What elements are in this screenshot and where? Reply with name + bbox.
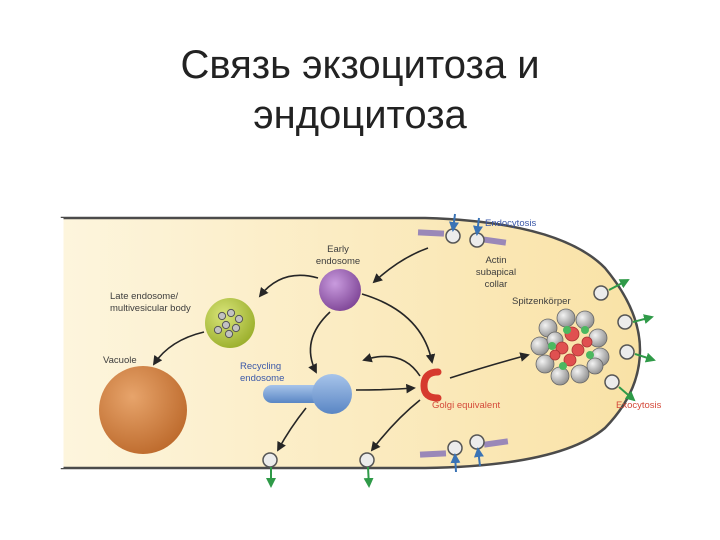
endocytic-pit: [469, 217, 485, 248]
svg-text:Late endosome/: Late endosome/: [110, 291, 178, 302]
svg-text:Early: Early: [327, 244, 349, 255]
svg-text:Recycling: Recycling: [240, 361, 281, 372]
vacuole-label: Vacuole: [103, 355, 137, 366]
slide-title-line-2: эндоцитоза: [253, 93, 467, 137]
spitzenkorper-label: Spitzenkörper: [512, 296, 571, 307]
exocytic-vesicle: [262, 452, 278, 488]
svg-text:endosome: endosome: [240, 373, 284, 384]
pathway-arrows: [152, 247, 530, 452]
actin-collar-label: Actin subapical collar: [476, 255, 516, 290]
exocytic-vesicle: [604, 374, 636, 402]
spitzenkorper-cluster: [530, 308, 610, 386]
endocytic-pit: [469, 434, 485, 467]
recycling-endosome: [263, 374, 352, 414]
svg-text:collar: collar: [485, 279, 508, 290]
exocytic-vesicle: [617, 314, 654, 330]
arrow-recycling-endosome-to-membrane: [277, 407, 307, 452]
late-endosome: [205, 298, 255, 348]
vacuole: [99, 366, 187, 454]
endocytosis-label: Endocytosis: [485, 218, 536, 229]
actin-collar-segment: [483, 438, 509, 448]
arrow-golgi-loop-back: [362, 353, 421, 377]
exocytosis-label: Exocytosis: [616, 400, 662, 411]
recycling-endosome-label: Recycling endosome: [240, 361, 284, 384]
slide-title-line-1: Связь экзоцитоза и: [180, 43, 540, 87]
arrow-pit-to-early-endosome: [372, 247, 429, 284]
early-endosome-label: Early endosome: [316, 244, 360, 267]
arrow-early-endosome-to-golgi: [361, 293, 436, 364]
arrow-golgi-to-membrane: [370, 399, 421, 452]
arrow-golgi-to-spitzenkorper: [449, 352, 530, 379]
golgi-label: Golgi equivalent: [432, 400, 500, 411]
actin-collar-segment: [417, 229, 445, 237]
exocytic-vesicle: [619, 344, 656, 363]
hyphal-cell: [60, 216, 642, 470]
golgi-equivalent: [420, 368, 442, 402]
endocytic-pit: [445, 213, 461, 244]
arrow-late-endosome-to-vacuole: [152, 331, 205, 366]
actin-collar-segment: [419, 450, 447, 458]
arrow-early-to-recycling-endosome: [308, 311, 331, 374]
svg-text:multivesicular body: multivesicular body: [110, 303, 191, 314]
actin-collar-segment: [481, 236, 507, 246]
svg-text:subapical: subapical: [476, 267, 516, 278]
early-endosome: [319, 269, 361, 311]
svg-text:Actin: Actin: [485, 255, 506, 266]
svg-text:endosome: endosome: [316, 256, 360, 267]
exocytic-vesicle: [359, 452, 375, 488]
exocytic-vesicle: [593, 279, 630, 301]
slide-title: Связь экзоцитоза и эндоцитоза: [0, 40, 720, 140]
arrow-recycling-endosome-to-golgi: [355, 383, 416, 394]
late-endosome-label: Late endosome/ multivesicular body: [110, 291, 191, 314]
endocytic-pit: [447, 440, 463, 473]
arrow-early-to-late-endosome: [258, 274, 319, 298]
